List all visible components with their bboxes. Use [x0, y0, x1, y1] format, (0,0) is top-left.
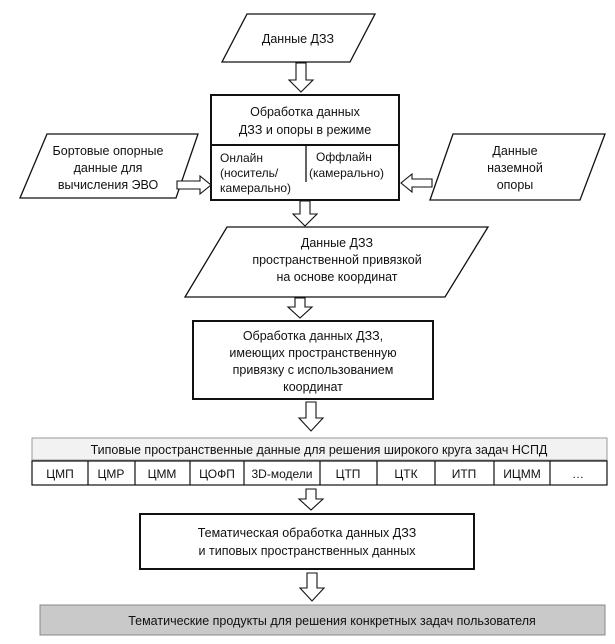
processing2-line-2: имеющих пространственную — [229, 346, 396, 360]
processing2-line-4: координат — [283, 380, 343, 394]
onboard-line-3: вычисления ЭВО — [58, 178, 159, 192]
arrow-down-5 — [297, 488, 325, 511]
product-cell: ИТП — [452, 467, 477, 481]
product-cell: 3D-модели — [252, 467, 313, 481]
processing-title-line-1: Обработка данных — [250, 105, 361, 119]
thematic-processing-node: Тематическая обработка данных ДЗЗ и типо… — [139, 513, 475, 570]
product-cell: ЦМП — [46, 467, 74, 481]
typical-band-label: Типовые пространственные данные для реше… — [91, 443, 548, 457]
product-cell: ЦММ — [148, 467, 177, 481]
ground-line-1: Данные — [492, 144, 537, 158]
product-cell: ИЦММ — [503, 467, 541, 481]
processing-offline: Оффлайн (камерально) — [309, 150, 384, 180]
offline-line-2: (камерально) — [309, 166, 384, 180]
online-line-3: камерально) — [220, 181, 291, 195]
georef-line-2: пространственной привязкой — [252, 253, 421, 267]
product-cells-row: ЦМП ЦМР ЦММ ЦОФП 3D-модели ЦТП ЦТК ИТП И… — [31, 460, 608, 486]
processing-node: Обработка данных ДЗЗ и опоры в режиме Он… — [210, 94, 400, 201]
georeferenced-data-node: Данные ДЗЗ пространственной привязкой на… — [183, 226, 490, 298]
processing2-line-3: привязку с использованием — [233, 363, 394, 377]
georef-processing-node: Обработка данных ДЗЗ, имеющих пространст… — [192, 320, 434, 400]
processing-title-line-2: ДЗЗ и опоры в режиме — [239, 123, 371, 137]
processing-online: Онлайн (носитель/ камерально) — [220, 151, 291, 195]
ground-line-3: опоры — [497, 178, 534, 192]
arrow-down-2 — [291, 200, 319, 227]
dzz-data-label: Данные ДЗЗ — [262, 32, 334, 46]
online-line-1: Онлайн — [220, 151, 263, 165]
ground-reference-node: Данные наземной опоры — [429, 133, 606, 201]
product-cell: ЦОФП — [199, 467, 235, 481]
thematic-products-band: Тематические продукты для решения конкре… — [39, 604, 606, 636]
onboard-line-2: данные для — [74, 161, 143, 175]
arrow-right-onboard — [176, 174, 212, 196]
thematic-line-1: Тематическая обработка данных ДЗЗ — [198, 526, 417, 540]
onboard-reference-node: Бортовые опорные данные для вычисления Э… — [19, 133, 199, 199]
product-cell: ЦТК — [394, 467, 417, 481]
online-line-2: (носитель/ — [220, 166, 279, 180]
dzz-data-node: Данные ДЗЗ — [220, 13, 377, 63]
georef-line-1: Данные ДЗЗ — [301, 236, 373, 250]
onboard-line-1: Бортовые опорные — [53, 144, 164, 158]
typical-spatial-data-band: Типовые пространственные данные для реше… — [31, 437, 608, 461]
arrow-down-4 — [297, 401, 325, 432]
arrow-down-6 — [298, 572, 326, 602]
product-cell: ЦТП — [336, 467, 361, 481]
ground-line-2: наземной — [487, 161, 543, 175]
arrow-left-ground — [400, 172, 433, 194]
product-cell: ЦМР — [98, 467, 125, 481]
offline-line-1: Оффлайн — [316, 150, 372, 164]
processing2-line-1: Обработка данных ДЗЗ, — [243, 329, 383, 343]
arrow-down-1 — [287, 62, 315, 93]
thematic-line-2: и типовых пространственных данных — [199, 544, 417, 558]
products-band-label: Тематические продукты для решения конкре… — [128, 614, 536, 628]
product-cell: … — [572, 467, 584, 481]
arrow-down-3 — [286, 297, 314, 319]
georef-line-3: на основе координат — [276, 270, 397, 284]
